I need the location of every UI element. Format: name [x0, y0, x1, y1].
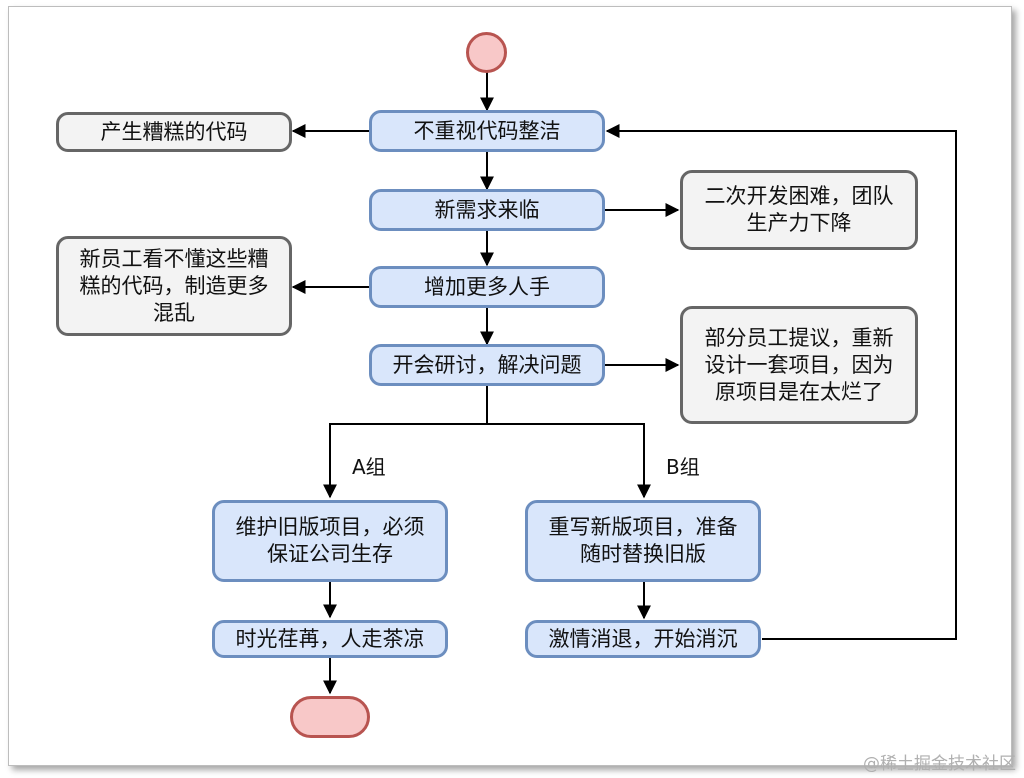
edge-split-group-b: [487, 423, 651, 499]
note-hard-development: 二次开发困难，团队 生产力下降: [680, 170, 918, 250]
end-node: [290, 696, 370, 738]
node-add-people: 增加更多人手: [369, 266, 605, 308]
note-bad-code: 产生糟糕的代码: [56, 112, 292, 152]
watermark-text: @稀土掘金技术社区: [863, 754, 1016, 774]
node-maintain-old: 维护旧版项目，必须 保证公司生存: [212, 500, 448, 582]
note-redesign-proposal: 部分员工提议，重新 设计一套项目，因为 原项目是在太烂了: [680, 306, 918, 424]
node-new-requirement: 新需求来临: [369, 189, 605, 231]
start-node: [466, 32, 507, 73]
edge-split-group-a: [323, 423, 487, 499]
node-rewrite-new: 重写新版项目，准备 随时替换旧版: [525, 500, 761, 582]
edge-label-group-a: A组: [352, 455, 386, 479]
node-meeting: 开会研讨，解决问题: [369, 344, 605, 386]
note-newbies-confused: 新员工看不懂这些糟 糕的代码，制造更多 混乱: [56, 236, 292, 336]
node-time-passes: 时光荏苒，人走茶凉: [212, 620, 448, 658]
edge-passion-loop-neglect: [605, 124, 957, 640]
edge-label-group-b: B组: [666, 455, 700, 479]
node-passion-fades: 激情消退，开始消沉: [525, 620, 761, 658]
node-neglect-clean-code: 不重视代码整洁: [369, 110, 605, 152]
